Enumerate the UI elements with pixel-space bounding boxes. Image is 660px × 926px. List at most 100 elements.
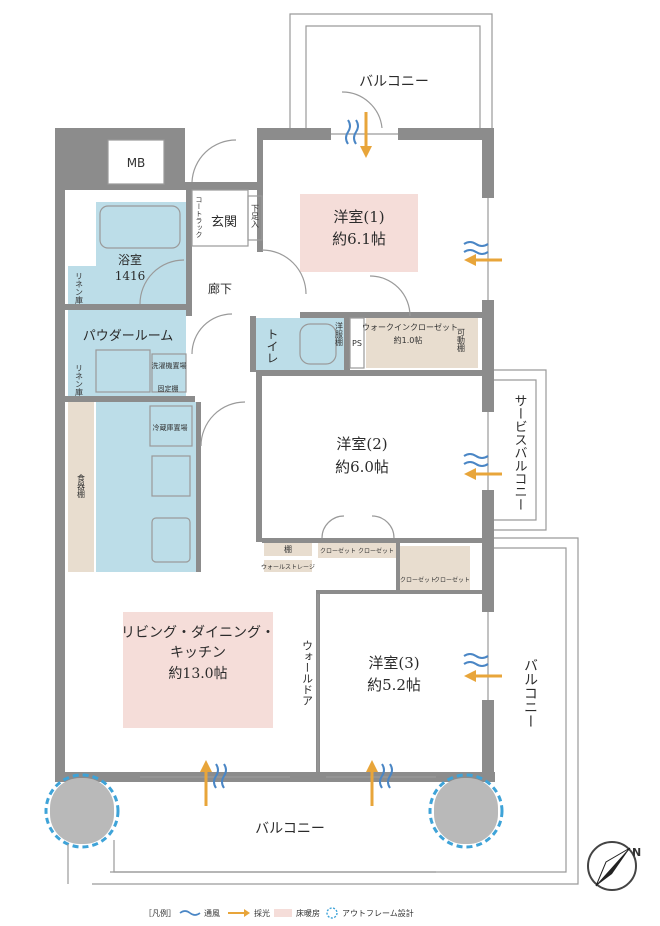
- wall-b1-bottom: [300, 312, 482, 318]
- ps-box: [349, 317, 365, 369]
- wall-bath-right: [186, 190, 192, 316]
- label-powder-room: パウダールーム: [83, 329, 174, 344]
- label-balcony-bottom: バルコニー: [255, 821, 325, 837]
- door-arc-hall: [261, 249, 307, 295]
- wall-top-b1-right: [398, 128, 492, 140]
- wall-left: [55, 190, 65, 780]
- ldk-heating: [123, 612, 273, 728]
- label-shelf: 棚: [284, 544, 292, 554]
- label-shoe-rack: 下足入: [251, 204, 260, 228]
- powder-area: [68, 310, 186, 396]
- legend-floor-heating: 床暖房: [296, 908, 320, 918]
- bathtub: [99, 205, 181, 249]
- label-bedroom3-size: 約5.2帖: [367, 676, 421, 694]
- service-balcony-outline: [494, 369, 547, 531]
- marker-b1: [463, 241, 502, 266]
- marker-ldk: [200, 760, 227, 806]
- sink: [151, 517, 191, 563]
- wall-right-mid2: [482, 490, 494, 612]
- label-bedroom2-size: 約6.0帖: [335, 458, 389, 476]
- label-toilet: トイレ: [265, 328, 279, 364]
- balcony-top-inner: [305, 25, 481, 128]
- floor-fills: [68, 194, 478, 728]
- marker-b2: [463, 453, 502, 480]
- label-coat-rack: コートラック: [195, 196, 203, 238]
- label-washer: 洗濯機置場: [152, 361, 187, 370]
- ventilation-daylight-markers: [200, 112, 502, 806]
- wall-toilet-left: [250, 316, 256, 372]
- wall-right-bot: [482, 700, 494, 780]
- label-wall-door: ウォールドア: [301, 640, 314, 706]
- wall-b2-bottom: [262, 538, 482, 543]
- mb-box: [107, 139, 165, 185]
- label-closet1: クローゼット: [320, 547, 356, 555]
- label-ldk-size: 約13.0帖: [168, 666, 227, 682]
- label-wall-storage: ウォールストレージ: [261, 563, 315, 571]
- compass-ring: [587, 841, 637, 891]
- label-bedroom2-name: 洋室(2): [336, 435, 387, 453]
- label-closet4: クローゼット: [434, 576, 470, 584]
- legend-floor-heating-icon: [274, 909, 292, 917]
- wall-right-mid: [482, 300, 494, 412]
- label-walkin: ウォークインクローゼット: [362, 322, 458, 332]
- label-closet2: クローゼット: [358, 547, 394, 555]
- shoe-rack-box: [247, 195, 263, 241]
- label-movable-shelf: 可動棚: [457, 328, 466, 353]
- kitchen-area: [96, 402, 196, 572]
- linen-area-top: [68, 266, 96, 306]
- wall-top-entry: [185, 182, 257, 190]
- compass: N: [587, 841, 641, 891]
- label-balcony-top: バルコニー: [359, 74, 429, 90]
- bedroom1-heating: [300, 194, 418, 272]
- door-arc-ldk: [200, 401, 246, 447]
- label-fridge: 冷蔵庫置場: [153, 423, 188, 432]
- closet-b-area: [400, 546, 470, 590]
- service-balcony-inner: [494, 379, 537, 521]
- cupboard-area: [68, 402, 94, 572]
- washbasin: [95, 349, 151, 393]
- label-walkin-size: 約1.0帖: [394, 335, 423, 345]
- door-arc-top: [341, 91, 383, 129]
- label-ps: PS: [352, 339, 362, 348]
- label-bath-name: 浴室: [118, 252, 142, 267]
- shelf-area: [264, 542, 312, 556]
- closet-a-area: [318, 542, 396, 558]
- legend-ventilation: 通風: [204, 908, 220, 918]
- wall-ps: [344, 316, 350, 372]
- wall-storage-area: [264, 560, 312, 572]
- legend-ventilation-icon: [179, 910, 201, 916]
- room-labels: バルコニー MB 玄関 コートラック 下足入 洋室(1) 約6.1帖 浴室 14…: [75, 74, 539, 837]
- label-fixed-shelf: 固定棚: [158, 384, 179, 393]
- marker-b3: [463, 653, 502, 682]
- marker-b3-bottom: [366, 760, 393, 806]
- label-service-balcony: サービスバルコニー: [512, 394, 528, 511]
- door-arc-powder: [191, 313, 233, 355]
- door-arc-closet: [321, 515, 395, 539]
- thin-lines: [67, 13, 579, 885]
- label-bath-size: 1416: [115, 269, 146, 283]
- column-left: [50, 778, 114, 844]
- label-balcony-right: バルコニー: [522, 658, 538, 728]
- label-bedroom1-name: 洋室(1): [333, 208, 384, 226]
- door-arc-entry: [191, 139, 237, 183]
- label-corridor: 廊下: [208, 281, 232, 296]
- label-mb: MB: [127, 156, 146, 170]
- balcony-top-outline: [289, 13, 493, 128]
- label-ldk-name-1: リビング・ダイニング・: [121, 625, 275, 641]
- legend: ［凡例］ 通風 採光 床暖房 アウトフレーム設計: [144, 907, 414, 919]
- washer-box: [151, 353, 187, 393]
- outframe-right-marker: [428, 773, 504, 849]
- column-right: [434, 778, 498, 844]
- balcony-right-outline: [92, 537, 579, 885]
- label-bedroom3-name: 洋室(3): [368, 654, 419, 672]
- legend-title: ［凡例］: [144, 908, 176, 918]
- compass-label: N: [632, 846, 641, 859]
- walkin-area: [366, 318, 478, 368]
- wall-closet-divider: [396, 543, 400, 593]
- label-bedroom1-size: 約6.1帖: [332, 230, 386, 248]
- marker-top: [345, 112, 372, 158]
- label-cupboard: 食器棚: [77, 473, 86, 499]
- label-closet3: クローゼット: [400, 576, 436, 584]
- wall-powder-bottom: [65, 396, 195, 402]
